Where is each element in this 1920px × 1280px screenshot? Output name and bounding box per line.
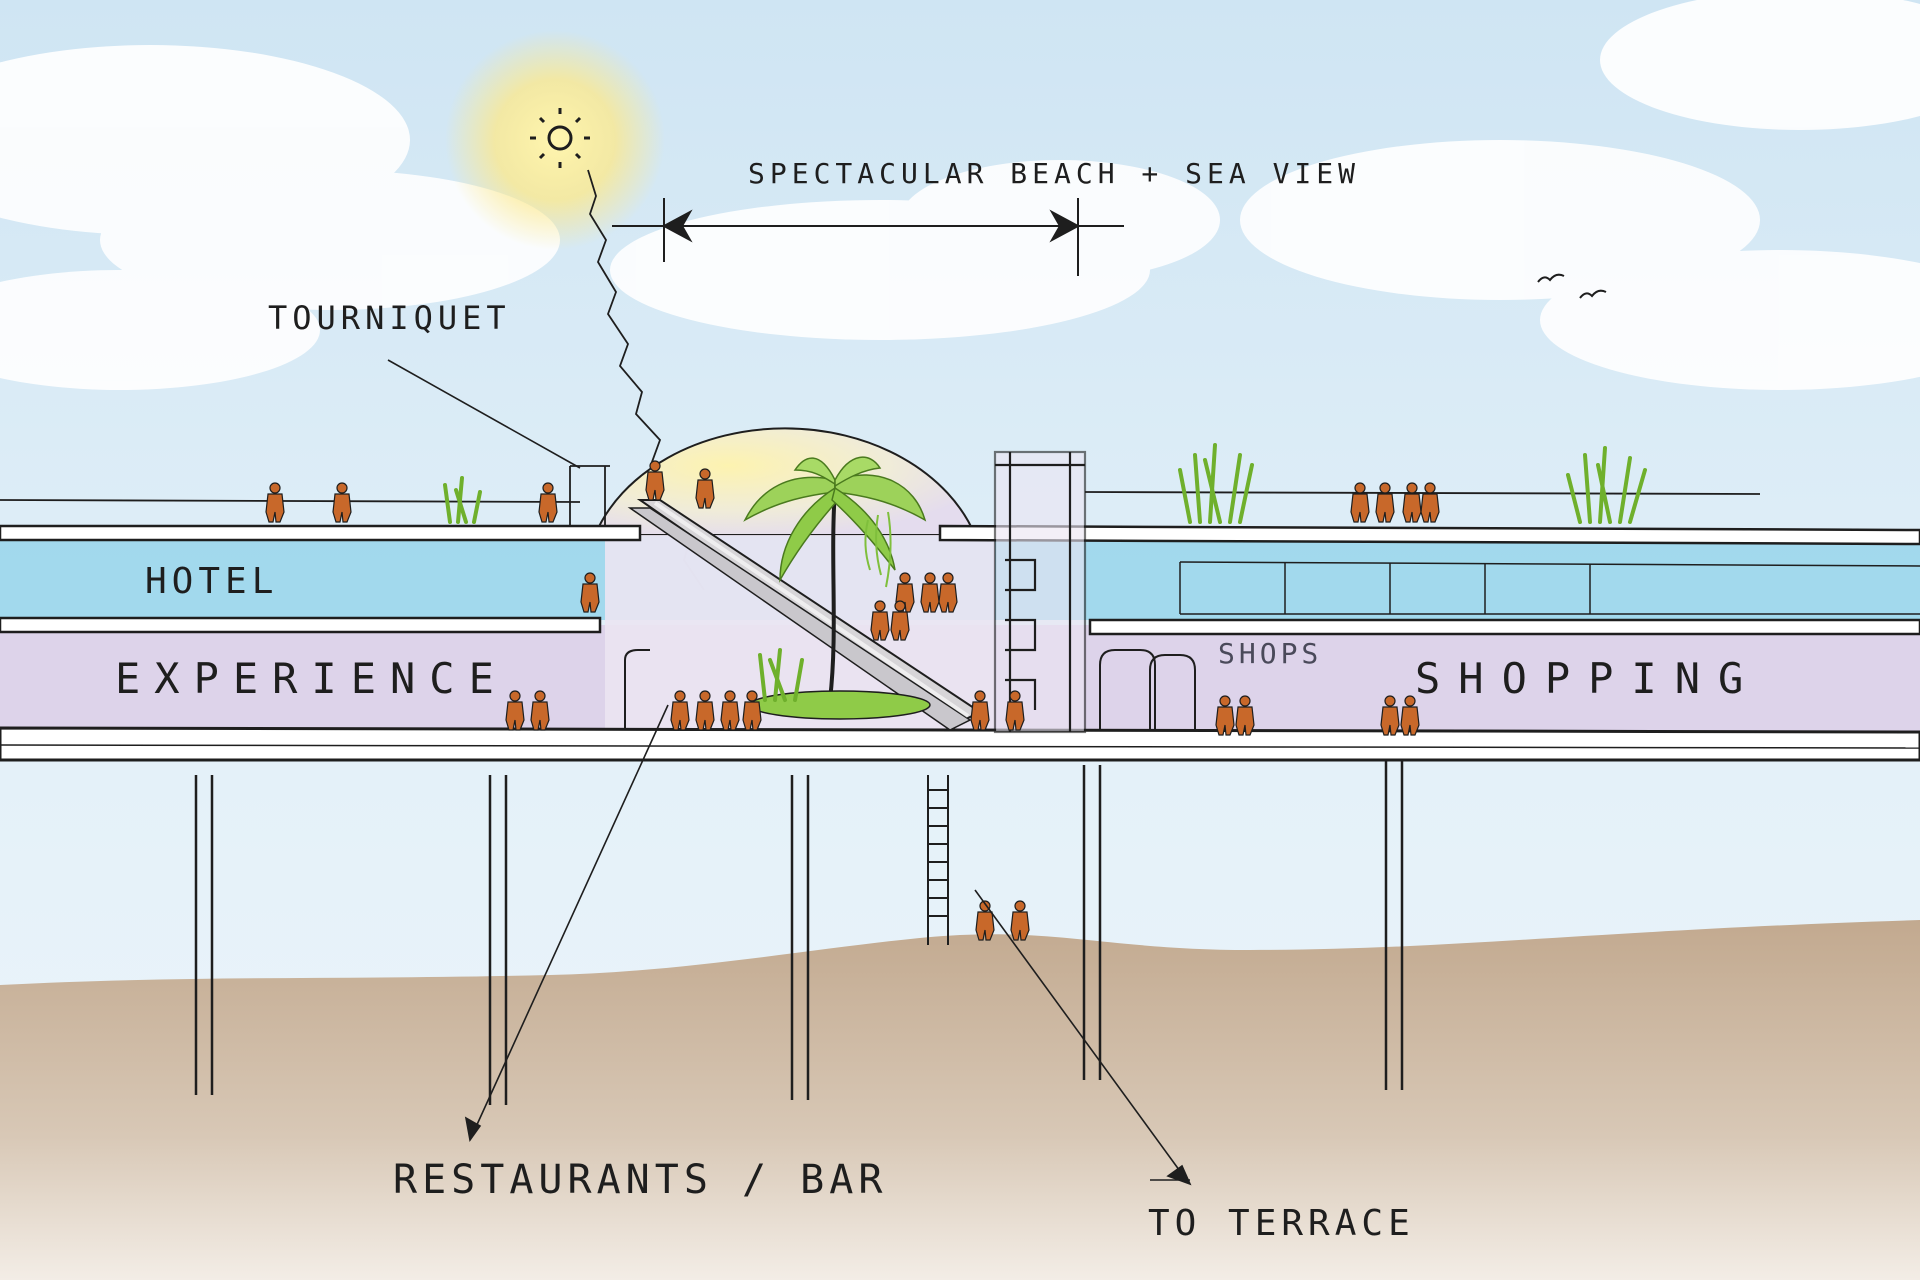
person-icon (1380, 695, 1400, 736)
sun-icon (530, 108, 590, 168)
person-icon (538, 482, 558, 523)
palm-tree-icon (743, 456, 927, 701)
person-icon (332, 482, 352, 523)
person-icon (870, 600, 890, 641)
person-icon (975, 900, 995, 941)
person-icon (1215, 695, 1235, 736)
clouds (0, 0, 1920, 390)
person-icon (1420, 482, 1440, 523)
hotel-windows (1179, 561, 1920, 615)
restaurants-bar-label: RESTAURANTS / BAR (393, 1157, 888, 1203)
grass-tuft-icon (443, 443, 1647, 702)
person-icon (1375, 482, 1395, 523)
person-icon (938, 572, 958, 613)
sun-glow (445, 30, 665, 250)
person-icon (1005, 690, 1025, 731)
floor-slabs (0, 524, 1920, 762)
person-icon (670, 690, 690, 731)
person-icon (1235, 695, 1255, 736)
shop-frames (624, 649, 1196, 730)
experience-label: EXPERIENCE (115, 654, 508, 703)
hotel-label: HOTEL (145, 561, 279, 602)
person-icon (742, 690, 762, 731)
leader-lines (387, 359, 1192, 1186)
bird-icon (1537, 273, 1607, 299)
person-icon (1350, 482, 1370, 523)
shops-label: SHOPS (1218, 637, 1323, 670)
person-icon (1402, 482, 1422, 523)
person-icon (695, 468, 715, 509)
access-ladder (927, 775, 949, 945)
tourniquet-label: TOURNIQUET (268, 299, 511, 337)
person-icon (265, 482, 285, 523)
person-icon (505, 690, 525, 731)
hanging-vines (864, 511, 892, 588)
person-icon (720, 690, 740, 731)
person-icon (580, 572, 600, 613)
person-icon (970, 690, 990, 731)
view-label: SPECTACULAR BEACH + SEA VIEW (748, 157, 1361, 190)
stair-tower (993, 450, 1087, 734)
person-icon (1010, 900, 1030, 941)
people-figures (265, 460, 1440, 941)
shopping-label: SHOPPING (1415, 654, 1762, 703)
person-icon (645, 460, 665, 501)
view-dimension-arrow (612, 198, 1124, 276)
person-icon (695, 690, 715, 731)
person-icon (920, 572, 940, 613)
beach-sand (0, 920, 1920, 1280)
person-icon (1400, 695, 1420, 736)
person-icon (530, 690, 550, 731)
person-icon (890, 600, 910, 641)
pier-columns (194, 760, 1404, 1105)
terrace-label: TO TERRACE (1148, 1203, 1415, 1244)
